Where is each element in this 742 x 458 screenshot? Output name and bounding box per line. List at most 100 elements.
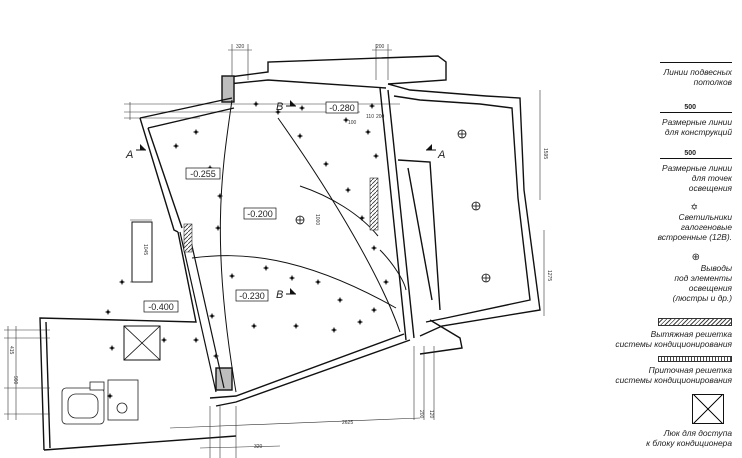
- halogen-light-icon: [275, 109, 281, 115]
- chandelier-outlets: [295, 129, 491, 283]
- dim-label: 320: [236, 44, 245, 50]
- legend-text: системы кондиционирования: [615, 339, 732, 349]
- legend-swatch: [660, 112, 732, 113]
- legend-item-light-dims: 500 Размерные линии для точек освещения: [590, 150, 732, 200]
- halogen-light-icon: [251, 323, 257, 329]
- halogen-light-icon: [263, 265, 269, 271]
- halogen-light-icon: [105, 309, 111, 315]
- legend-text: потолков: [693, 77, 732, 87]
- halogen-light-icon: [161, 337, 167, 343]
- legend-swatch: [660, 158, 732, 159]
- section-mark-b-top: B: [276, 101, 283, 113]
- access-hatch-cross: [123, 325, 161, 361]
- halogen-light-icon: [315, 279, 321, 285]
- halogen-light-icon: [107, 393, 113, 399]
- halogen-light-icon: [173, 143, 179, 149]
- halogen-light-icon: [345, 187, 351, 193]
- halogen-light-icon: [215, 225, 221, 231]
- legend-swatch: [660, 62, 732, 63]
- legend-text: освещения: [688, 183, 732, 193]
- halogen-light-icon: [119, 279, 125, 285]
- halogen-light-icon: [371, 307, 377, 313]
- level-tag-3: -0.200: [247, 209, 273, 219]
- exhaust-grille: [369, 177, 379, 231]
- supply-grille-icon: [658, 356, 732, 362]
- legend-text: Приточная решетка: [648, 365, 732, 375]
- halogen-light-icon: [293, 323, 299, 329]
- legend: Линии подвесных потолков 500 Размерные л…: [590, 62, 732, 454]
- halogen-light-icon: [193, 129, 199, 135]
- dim-label: 2625: [342, 420, 353, 426]
- legend-text: галогеновые: [680, 222, 732, 232]
- dim-label: 990: [12, 376, 18, 385]
- halogen-light-icon: [253, 101, 259, 107]
- halogen-light-icon: [213, 353, 219, 359]
- dim-label: 120: [428, 410, 434, 419]
- halogen-light-icon: [289, 275, 295, 281]
- halogen-light-icon: [373, 153, 379, 159]
- halogen-light-icon: [343, 117, 349, 123]
- halogen-light-icon: [331, 327, 337, 333]
- legend-item-access-hatch: Люк для доступа к блоку кондиционера: [590, 394, 732, 454]
- bathroom-fixtures: [61, 379, 139, 425]
- legend-text: для конструкций: [664, 127, 732, 137]
- dim-label: 1000: [314, 214, 320, 225]
- legend-text: для точек: [691, 173, 732, 183]
- legend-text: под элементы: [674, 273, 732, 283]
- halogen-light-icon: [217, 193, 223, 199]
- dim-label: 1595: [542, 148, 548, 159]
- legend-text: освещения: [688, 283, 732, 293]
- halogen-light-icon: [209, 313, 215, 319]
- legend-text: Размерные линии: [662, 117, 732, 127]
- legend-item-ceiling-lines: Линии подвесных потолков: [590, 62, 732, 96]
- level-tag-2: -0.255: [190, 169, 216, 179]
- legend-text: Размерные линии: [662, 163, 732, 173]
- top-dimension-lines: [124, 44, 400, 120]
- chandelier-outlet-icon: ⊕: [691, 252, 700, 263]
- halogen-light-icon: [299, 105, 305, 111]
- halogen-light-icon: [357, 319, 363, 325]
- legend-number: 500: [684, 104, 696, 111]
- dim-label: 1275: [546, 270, 552, 281]
- legend-item-exhaust-grille: Вытяжная решетка системы кондиционирован…: [590, 318, 732, 349]
- legend-item-chandelier-outlets: ⊕ Выводы под элементы освещения (люстры …: [590, 252, 732, 314]
- halogen-light-icon: [193, 337, 199, 343]
- legend-item-supply-grille: Приточная решетка системы кондиционирова…: [590, 356, 732, 386]
- halogen-light-icon: [297, 133, 303, 139]
- halogen-light-icon: [371, 245, 377, 251]
- halogen-light-icon: [365, 129, 371, 135]
- walls: [39, 55, 541, 451]
- halogen-light-icon: ✡: [690, 202, 698, 212]
- level-tag-4: -0.230: [239, 291, 265, 301]
- level-tags: -0.280 -0.255 -0.200 -0.230 -0.400: [143, 101, 359, 313]
- halogen-light-icon: [337, 297, 343, 303]
- dim-label: 1045: [142, 244, 148, 255]
- halogen-light-icon: [359, 215, 365, 221]
- dim-label: 100: [348, 120, 357, 126]
- dim-label: 200: [376, 114, 385, 120]
- dim-label: 320: [254, 444, 263, 450]
- level-tag-1: -0.280: [329, 103, 355, 113]
- legend-item-construction-dims: 500 Размерные линии для конструкций: [590, 104, 732, 148]
- section-mark-b-bottom: B: [276, 289, 283, 301]
- legend-text: системы кондиционирования: [615, 375, 732, 385]
- dim-label: 415: [8, 346, 14, 355]
- dimension-labels: 320 200 100 110 200 1595 1275 1000 1045 …: [8, 44, 552, 450]
- halogen-light-icon: [109, 345, 115, 351]
- legend-text: Линии подвесных: [663, 67, 732, 77]
- partitions: [179, 223, 225, 393]
- section-mark-a-left: A: [125, 149, 133, 161]
- bottom-dimension-lines: [4, 90, 545, 458]
- dim-label: 200: [376, 44, 385, 50]
- legend-text: встроенные (12В).: [657, 232, 732, 242]
- halogen-light-icon: [383, 279, 389, 285]
- level-tag-5: -0.400: [148, 302, 174, 312]
- section-marks: A A B B: [125, 100, 445, 301]
- legend-text: Люк для доступа: [663, 428, 732, 438]
- legend-text: Вытяжная решетка: [650, 329, 732, 339]
- legend-text: Светильники: [678, 212, 732, 222]
- halogen-light-icon: [323, 161, 329, 167]
- legend-text: (люстры и др.): [672, 293, 732, 303]
- access-hatch-icon: [692, 394, 724, 424]
- halogen-light-icon: [229, 273, 235, 279]
